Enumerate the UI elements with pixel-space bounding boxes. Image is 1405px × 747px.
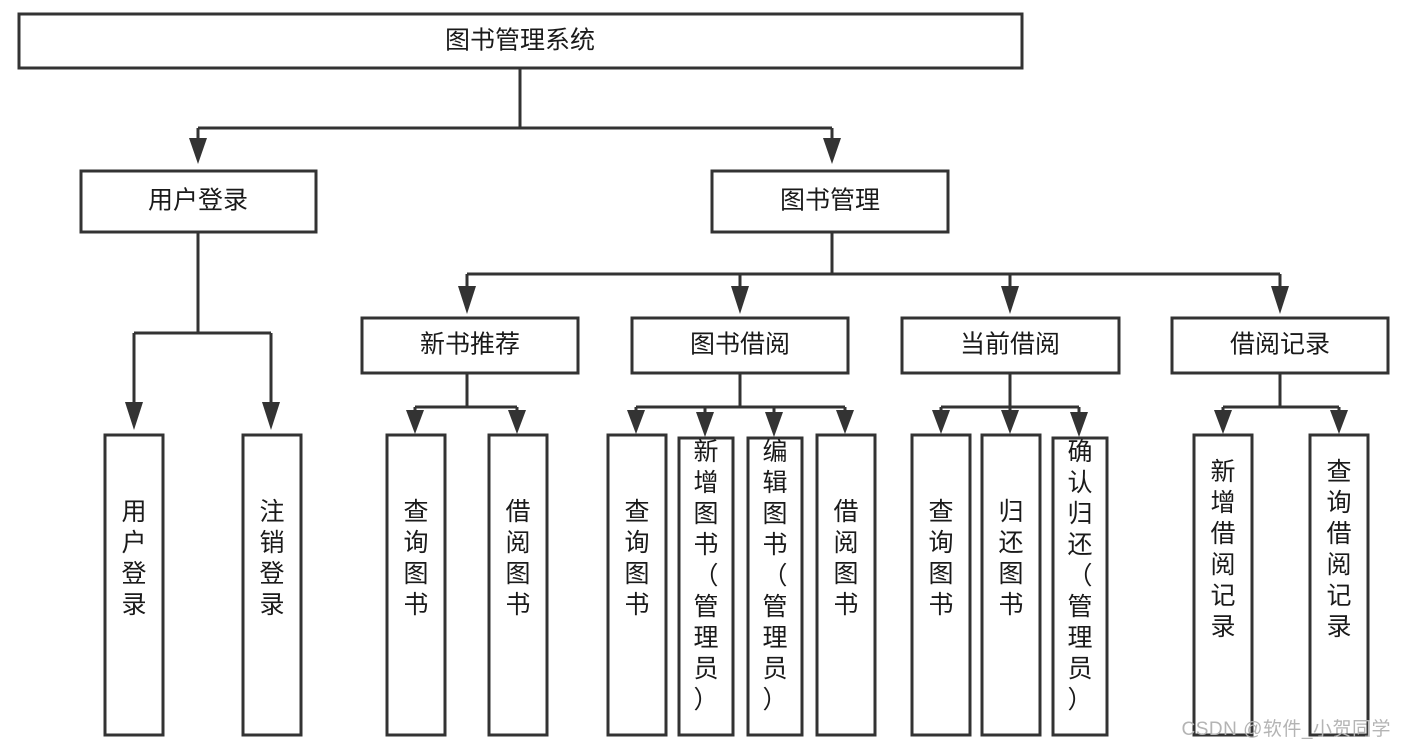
node-leaf-return-book-label: 归还图书 [998, 498, 1023, 619]
node-book-manage[interactable]: 图书管理 [710, 169, 950, 234]
arrow-head-book-manage [823, 138, 841, 164]
node-leaf-edit-book-box[interactable] [746, 436, 804, 737]
node-current-borrow[interactable]: 当前借阅 [900, 316, 1121, 375]
node-leaf-user-login-box[interactable] [103, 433, 165, 737]
node-borrow-record-label: 借阅记录 [1230, 331, 1330, 359]
node-leaf-add-book-label: 新增图书（管理员） [693, 438, 718, 714]
arrow-head-book-borrow [731, 286, 749, 314]
node-user-login[interactable]: 用户登录 [79, 169, 318, 234]
arrow-head-leaf-add-record [1214, 410, 1232, 434]
node-leaf-borrow-book-1[interactable]: 借阅图书 [487, 433, 549, 737]
node-leaf-user-login[interactable]: 用户登录 [103, 433, 165, 737]
connector-group-root [189, 68, 841, 164]
node-leaf-borrow-book-2-label: 借阅图书 [833, 498, 858, 619]
node-book-borrow[interactable]: 图书借阅 [630, 316, 850, 375]
arrow-head-leaf-borrow-book-1 [508, 410, 526, 434]
node-leaf-add-record-label: 新增借阅记录 [1210, 458, 1235, 641]
connector-group-user-login [125, 232, 280, 430]
node-new-book-recommend-label: 新书推荐 [420, 331, 520, 359]
node-book-borrow-label: 图书借阅 [690, 331, 790, 359]
node-leaf-edit-book[interactable]: 编辑图书（管理员） [746, 436, 804, 737]
arrow-head-leaf-query-record [1330, 410, 1348, 434]
node-leaf-query-record-box[interactable] [1308, 433, 1370, 737]
node-new-book-recommend[interactable]: 新书推荐 [360, 316, 580, 375]
arrow-head-leaf-user-logout [262, 402, 280, 430]
node-leaf-user-login-label: 用户登录 [121, 498, 146, 619]
node-borrow-record-box[interactable] [1170, 316, 1390, 375]
node-leaf-query-book-3[interactable]: 查询图书 [910, 433, 972, 737]
node-leaf-confirm-return-box[interactable] [1051, 436, 1109, 737]
node-leaf-query-book-1[interactable]: 查询图书 [385, 433, 447, 737]
connector-group-current-borrow [932, 373, 1088, 437]
node-book-manage-box[interactable] [710, 169, 950, 234]
arrow-head-leaf-query-book-3 [932, 410, 950, 434]
node-borrow-record[interactable]: 借阅记录 [1170, 316, 1390, 375]
arrow-head-leaf-user-login [125, 402, 143, 430]
node-leaf-user-logout-box[interactable] [241, 433, 303, 737]
node-leaf-edit-book-label: 编辑图书（管理员） [762, 438, 787, 714]
node-leaf-query-record[interactable]: 查询借阅记录 [1308, 433, 1370, 737]
arrow-head-leaf-query-book-1 [406, 410, 424, 434]
arrow-head-leaf-confirm-return [1070, 412, 1088, 437]
arrow-head-user-login [189, 138, 207, 164]
node-leaf-add-record[interactable]: 新增借阅记录 [1192, 433, 1254, 737]
node-leaf-query-book-1-box[interactable] [385, 433, 447, 737]
node-leaf-add-book-box[interactable] [677, 436, 735, 737]
node-leaf-borrow-book-1-label: 借阅图书 [505, 498, 530, 619]
arrow-head-leaf-add-book [696, 412, 714, 437]
node-leaf-return-book[interactable]: 归还图书 [980, 433, 1042, 737]
node-leaf-query-book-2-label: 查询图书 [624, 498, 649, 619]
node-leaf-user-logout-label: 注销登录 [259, 498, 284, 619]
arrow-head-new-book-recommend [458, 286, 476, 314]
arrow-head-leaf-return-book [1001, 410, 1019, 434]
node-root-box[interactable] [17, 12, 1024, 70]
node-current-borrow-label: 当前借阅 [960, 331, 1060, 359]
node-leaf-query-book-3-label: 查询图书 [928, 498, 953, 619]
node-book-borrow-box[interactable] [630, 316, 850, 375]
node-leaf-confirm-return[interactable]: 确认归还（管理员） [1051, 436, 1109, 737]
arrow-head-current-borrow [1001, 286, 1019, 314]
node-leaf-add-book[interactable]: 新增图书（管理员） [677, 436, 735, 737]
node-leaf-add-record-box[interactable] [1192, 433, 1254, 737]
arrow-head-leaf-query-book-2 [627, 410, 645, 434]
connector-group-book-borrow [627, 373, 854, 437]
node-user-login-label: 用户登录 [148, 187, 248, 215]
arrow-head-leaf-borrow-book-2 [836, 410, 854, 434]
node-leaf-query-book-1-label: 查询图书 [403, 498, 428, 619]
node-leaf-query-book-2[interactable]: 查询图书 [606, 433, 668, 737]
arrow-head-borrow-record [1271, 286, 1289, 314]
node-new-book-recommend-box[interactable] [360, 316, 580, 375]
node-current-borrow-box[interactable] [900, 316, 1121, 375]
connector-group-borrow-record [1214, 373, 1348, 434]
node-root-label: 图书管理系统 [445, 27, 595, 55]
node-leaf-borrow-book-2[interactable]: 借阅图书 [815, 433, 877, 737]
node-leaf-borrow-book-1-box[interactable] [487, 433, 549, 737]
node-leaf-query-record-label: 查询借阅记录 [1326, 458, 1351, 641]
node-leaf-borrow-book-2-box[interactable] [815, 433, 877, 737]
connector-group-book-manage [458, 232, 1289, 314]
node-leaf-user-logout[interactable]: 注销登录 [241, 433, 303, 737]
node-leaf-query-book-3-box[interactable] [910, 433, 972, 737]
node-user-login-box[interactable] [79, 169, 318, 234]
node-root[interactable]: 图书管理系统 [17, 12, 1024, 70]
arrow-head-leaf-edit-book [765, 412, 783, 437]
node-leaf-query-book-2-box[interactable] [606, 433, 668, 737]
connector-group-new-book-recommend [406, 373, 526, 434]
node-leaf-return-book-box[interactable] [980, 433, 1042, 737]
node-leaf-confirm-return-label: 确认归还（管理员） [1067, 438, 1092, 714]
node-book-manage-label: 图书管理 [780, 187, 880, 215]
